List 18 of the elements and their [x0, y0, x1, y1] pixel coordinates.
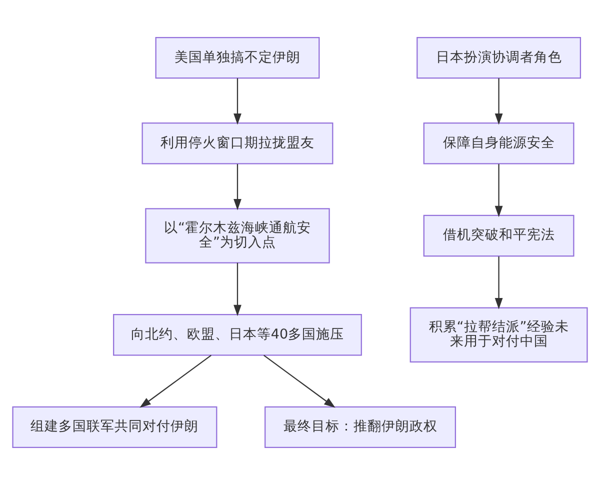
node-box: 保障自身能源安全 — [423, 122, 574, 164]
arrow — [263, 354, 336, 408]
arrow — [494, 78, 503, 124]
arrow — [140, 354, 212, 408]
arrow — [234, 164, 242, 210]
node-box: 组建多国联军共同对付伊朗 — [12, 406, 218, 448]
node-box: 以“霍尔木兹海峡通航安全”为切入点 — [145, 208, 330, 263]
arrow — [494, 256, 503, 309]
node-box: 最终目标：推翻伊朗政权 — [264, 406, 456, 448]
node-box: 日本扮演协调者角色 — [416, 36, 582, 78]
node-box: 积累“拉帮结派”经验未来用于对付中国 — [410, 306, 588, 362]
node-box: 利用停火窗口期拉拢盟友 — [142, 122, 334, 164]
arrow — [234, 78, 242, 124]
node-box: 向北约、欧盟、日本等40多国施压 — [113, 314, 362, 356]
node-box: 美国单独搞不定伊朗 — [155, 36, 320, 78]
node-box: 借机突破和平宪法 — [423, 214, 574, 256]
arrow — [494, 164, 503, 217]
arrow — [234, 262, 242, 316]
